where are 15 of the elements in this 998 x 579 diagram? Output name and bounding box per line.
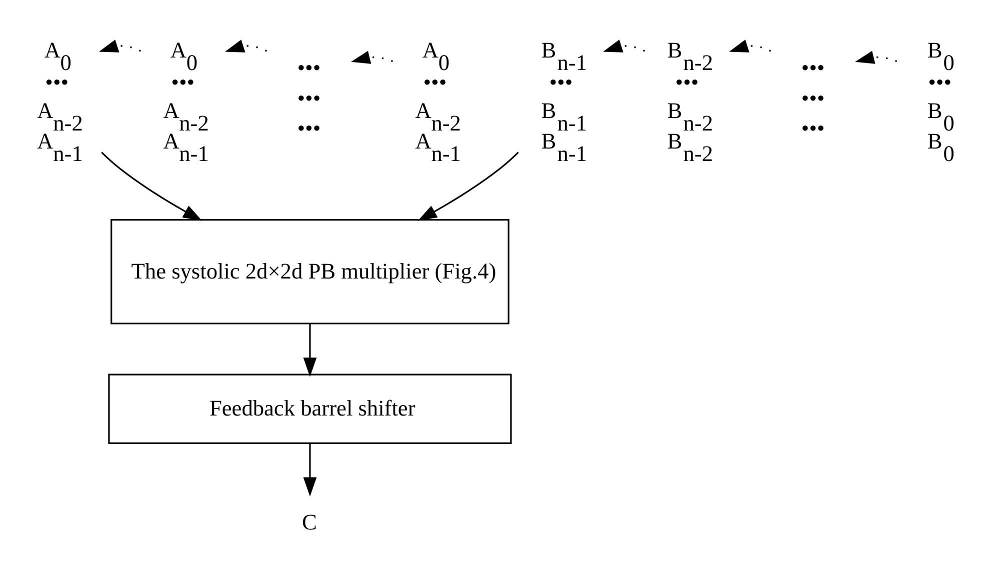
node-box: The systolic 2d×2d PB multiplier (Fig.4) bbox=[110, 218, 510, 324]
arrow bbox=[603, 39, 646, 52]
node-text: ••• ••• ••• bbox=[297, 54, 321, 140]
arrow bbox=[224, 39, 268, 52]
node-text: C bbox=[302, 509, 317, 534]
node-text: ••• ••• ••• bbox=[801, 54, 825, 140]
node-box: Feedback barrel shifter bbox=[108, 373, 512, 444]
arrow bbox=[101, 151, 202, 220]
arrow bbox=[98, 39, 141, 52]
arrow bbox=[855, 50, 898, 64]
arrow bbox=[350, 50, 393, 64]
arrow bbox=[303, 323, 317, 376]
arrow bbox=[418, 151, 519, 220]
arrow bbox=[303, 443, 317, 496]
arrow bbox=[729, 39, 772, 52]
